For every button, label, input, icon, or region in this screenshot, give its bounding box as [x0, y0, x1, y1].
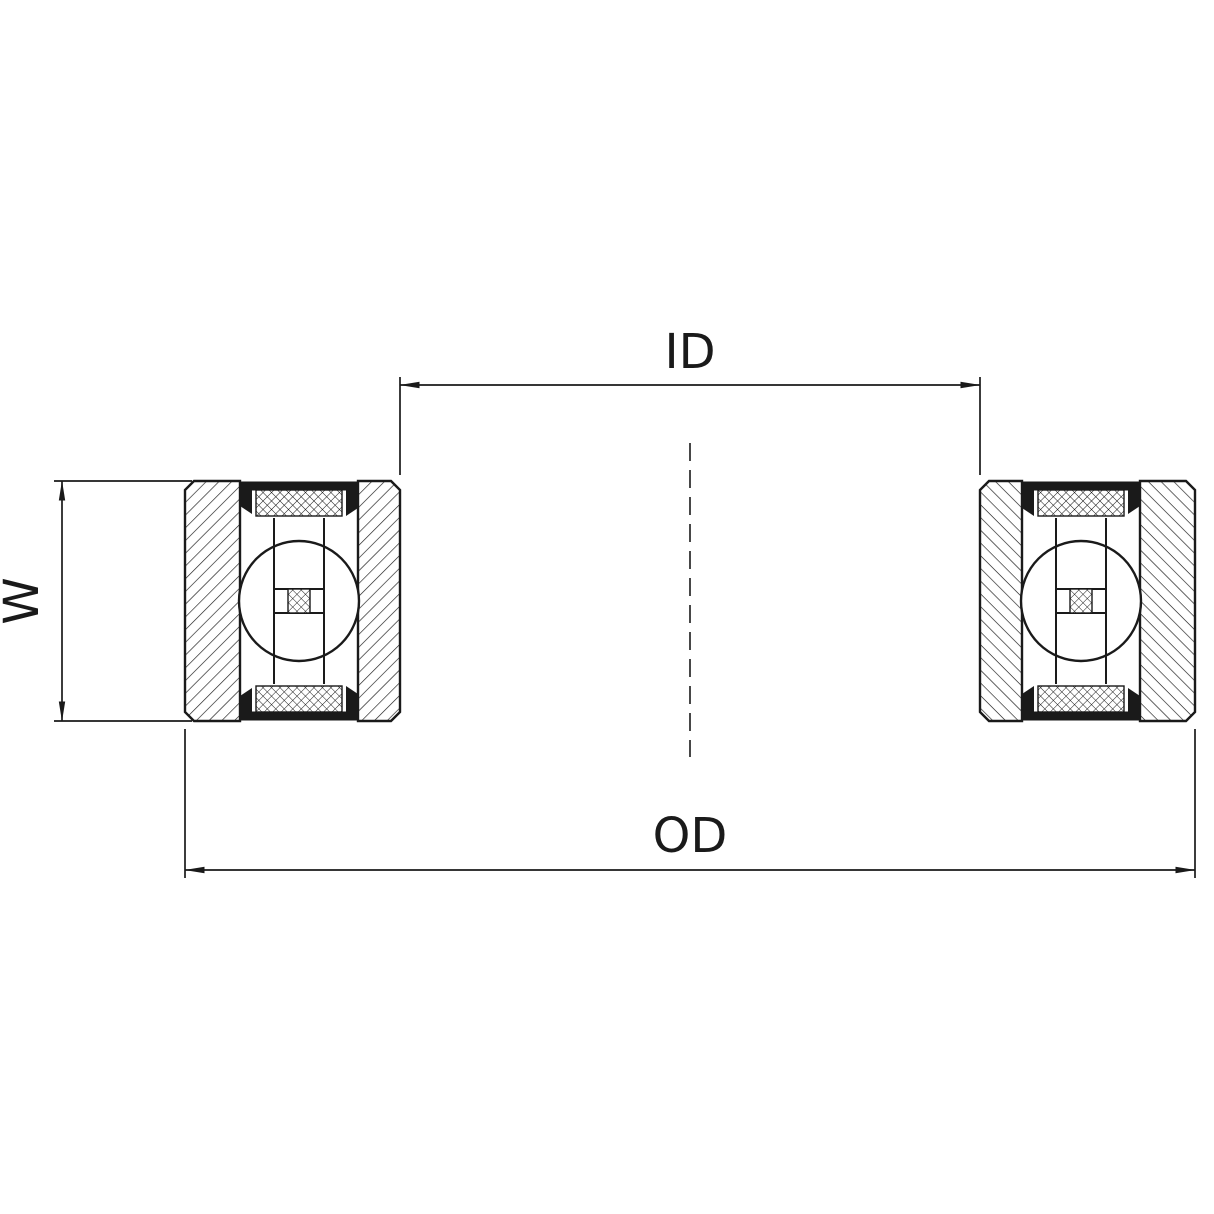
bearing-section-left — [183, 479, 402, 723]
dimension-width: W — [0, 480, 192, 722]
bottom-seal-rubber — [255, 685, 343, 713]
bottom-seal — [239, 685, 359, 721]
top-seal — [239, 481, 359, 517]
top-seal-shield — [239, 481, 359, 491]
dimension-inner-diameter: ID — [399, 324, 981, 475]
w-label: W — [0, 577, 50, 624]
bottom-seal-shield — [239, 711, 359, 721]
cage-rivet — [273, 588, 325, 614]
bottom-seal-inner-lip — [346, 686, 358, 712]
id-label: ID — [664, 324, 715, 380]
bottom-seal-outer-lip — [240, 688, 252, 712]
rivet-core — [287, 588, 311, 614]
top-seal-rubber — [255, 489, 343, 517]
top-seal-outer-lip — [240, 490, 252, 514]
dimension-outer-diameter: OD — [184, 729, 1196, 878]
od-label: OD — [653, 808, 728, 864]
outer-ring-section — [183, 479, 242, 723]
inner-ring-section — [356, 479, 402, 723]
top-seal-inner-lip — [346, 490, 358, 516]
